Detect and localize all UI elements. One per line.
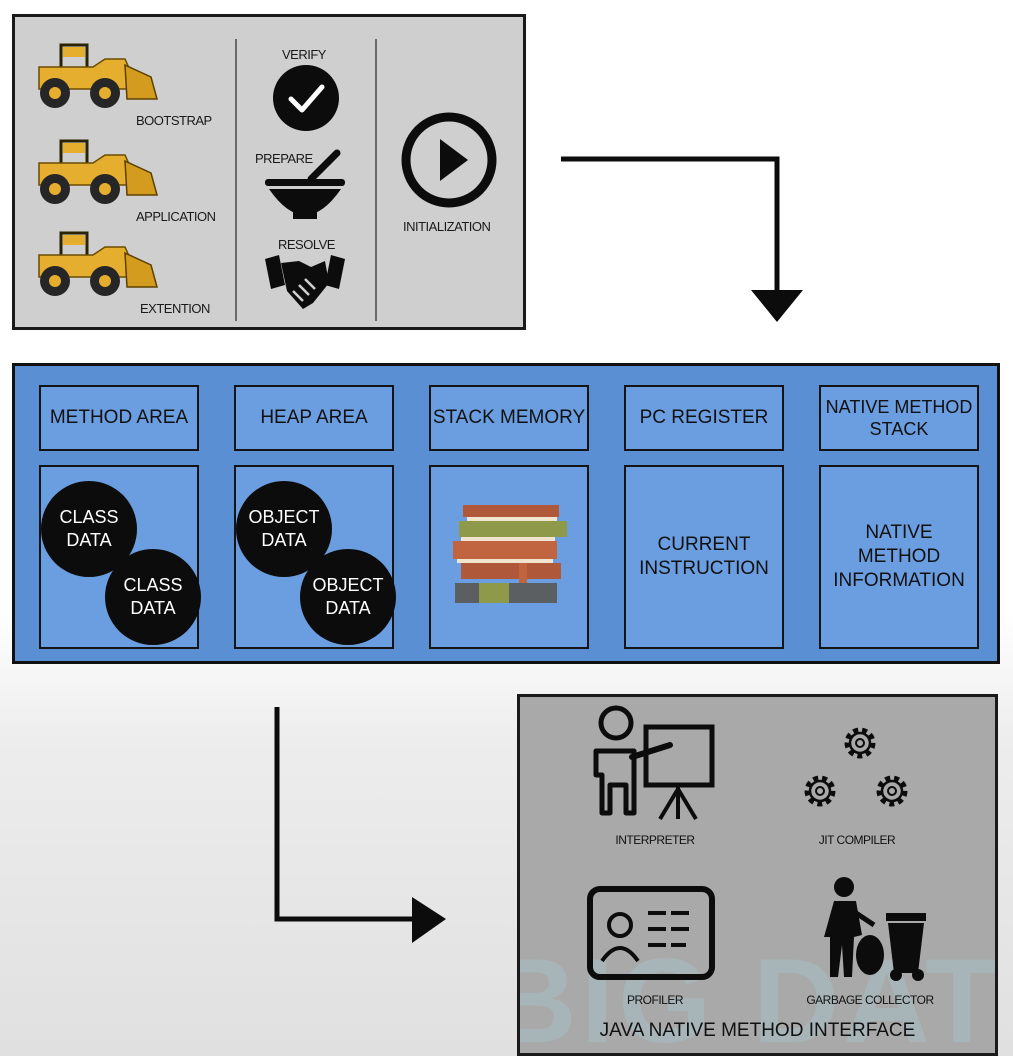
books-icon <box>453 505 567 603</box>
mortar-pestle-icon <box>265 149 345 219</box>
profiler-label: PROFILER <box>626 993 684 1007</box>
jit-compiler-label: JIT COMPILER <box>818 833 896 847</box>
heap-area-box: OBJECT DATA OBJECT DATA <box>234 465 396 649</box>
heap-area-title: HEAP AREA <box>234 385 394 451</box>
class-loader-panel: BOOTSTRAP APPLICATION EXTENTION VERIFY P… <box>12 14 526 330</box>
check-circle-icon <box>273 65 339 131</box>
application-label: APPLICATION <box>136 209 216 224</box>
gears-icon <box>790 713 930 823</box>
stack-memory-box <box>429 465 589 649</box>
bootstrap-loader-icon <box>37 43 159 109</box>
application-loader-icon <box>37 139 159 205</box>
garbage-collector-label: GARBAGE COLLECTOR <box>806 993 934 1007</box>
object-data-bubble: OBJECT DATA <box>300 549 396 645</box>
resolve-label: RESOLVE <box>278 237 335 252</box>
divider <box>235 39 237 321</box>
runtime-data-area-panel: METHOD AREA CLASS DATA CLASS DATA HEAP A… <box>12 363 1000 664</box>
flow-arrow <box>274 707 446 943</box>
id-card-icon <box>587 886 715 980</box>
presenter-icon <box>593 705 715 821</box>
prepare-label: PREPARE <box>255 151 313 166</box>
divider <box>375 39 377 321</box>
pc-register-title: PC REGISTER <box>624 385 784 451</box>
native-method-information-text: NATIVE METHOD INFORMATION <box>819 465 979 649</box>
execution-engine-panel: BIG DATA INTERPRETER JIT COMPILER PROFIL… <box>517 694 998 1056</box>
jni-footer-title: JAVA NATIVE METHOD INTERFACE <box>599 1020 916 1041</box>
interpreter-label: INTERPRETER <box>615 833 695 847</box>
garbage-collector-icon <box>824 877 926 981</box>
bootstrap-label: BOOTSTRAP <box>136 113 212 128</box>
stack-memory-title: STACK MEMORY <box>429 385 589 451</box>
extention-loader-icon <box>37 231 159 297</box>
extention-label: EXTENTION <box>140 301 210 316</box>
flow-arrow <box>561 156 803 322</box>
play-circle-icon <box>401 112 497 208</box>
class-data-bubble: CLASS DATA <box>105 549 201 645</box>
current-instruction-text: CURRENT INSTRUCTION <box>624 465 784 649</box>
method-area-box: CLASS DATA CLASS DATA <box>39 465 201 649</box>
handshake-icon <box>265 255 345 309</box>
method-area-title: METHOD AREA <box>39 385 199 451</box>
initialization-label: INITIALIZATION <box>403 219 491 234</box>
verify-label: VERIFY <box>282 47 326 62</box>
native-method-stack-title: NATIVE METHOD STACK <box>819 385 979 451</box>
